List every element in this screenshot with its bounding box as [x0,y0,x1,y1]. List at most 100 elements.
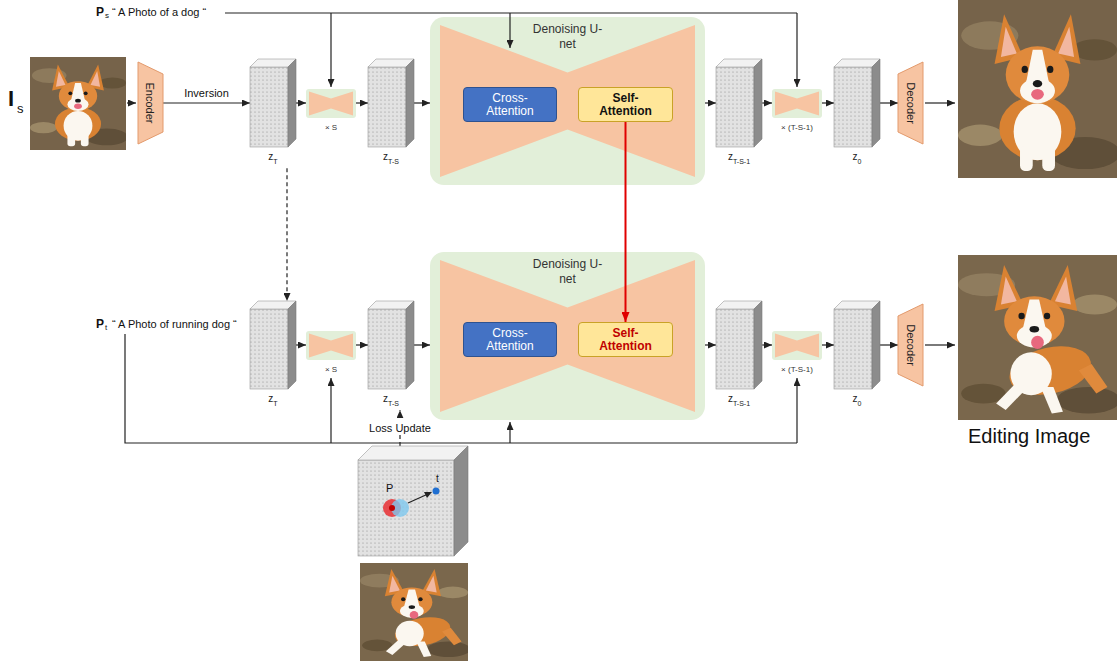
cube-texture [716,309,754,389]
latent-cube: zT-S-1 [716,59,762,168]
connector-arrow [163,102,250,103]
node-shape [250,59,296,147]
node-text: Denoising U-net [533,22,602,51]
attention-box: Self-Attention [578,322,673,357]
prompt-subscript: t [105,323,107,333]
cube-side [454,446,468,556]
source-photo [30,57,128,150]
node-text: z [728,151,733,162]
cube-front [368,67,406,147]
node-text: Self-Attention [590,92,662,118]
loss-latent: Pt [358,446,468,556]
unet-ground [306,89,356,118]
cube-side [288,301,296,389]
node-text: Self-Attention [590,327,662,353]
prompt-arrow [796,378,797,443]
node-shape [772,331,822,360]
output-arrow [925,102,955,103]
connector-arrow [762,344,772,345]
coder-trapezoid [898,304,923,386]
connector-arrow [356,344,368,345]
node-text: t [436,473,439,485]
image-subscript: s [17,101,24,117]
intermediate-photo [360,563,470,661]
node-text: T [273,400,277,407]
node-text: Decoder [905,82,917,124]
node-text: z [728,393,733,404]
node-shape [250,301,296,389]
node-shape [716,301,762,389]
prompt-subscript: s [105,11,109,21]
connector-arrow [414,344,430,345]
latent-cube: zT-S [368,59,414,168]
connector-arrow [356,102,368,103]
prompt-arrow [509,422,510,443]
cube-texture [716,67,754,147]
text-holder: Decoder [898,62,923,144]
connector-arrow [880,344,898,345]
prompt-text: “ A Photo of a dog “ [112,6,206,19]
node-text: Decoder [905,324,917,366]
output-arrow [925,344,955,345]
latent-cube: z0 [834,59,880,168]
node-text: 0 [858,400,862,407]
connector-arrow [296,102,306,103]
cube-texture [368,67,406,147]
prompt-symbol: P [96,5,104,19]
unet-ground [430,17,705,185]
node-shape [368,301,414,389]
cube-texture [834,67,872,147]
unet-bowtie [775,91,819,115]
cube-texture [250,67,288,147]
node-text: P [386,482,393,494]
cube-texture [368,309,406,389]
latent-cube: zT [250,301,296,410]
cube-side [406,301,414,389]
attention-box: Self-Attention [578,87,673,122]
target-dot [433,488,440,495]
connector-arrow [414,102,430,103]
attention-box: Cross-Attention [463,87,557,122]
node-text: × S [325,365,337,374]
node-shape [306,331,356,360]
unet-bowtie [309,91,353,115]
cube-side [872,59,880,147]
encoder-block: Encoder [138,62,163,144]
output-caption: Editing Image [968,424,1090,448]
connector-arrow [822,344,834,345]
connector-arrow [705,102,716,103]
latent-cube: zT [250,59,296,168]
node-shape [358,446,468,556]
latent-cube: zT-S [368,301,414,410]
cube-side [872,301,880,389]
connector-arrow [286,168,287,301]
text-holder: Decoder [898,304,923,386]
cube-top [358,446,468,460]
unet-bowtie [309,333,353,357]
connector-arrow [705,344,716,345]
unet-ground [430,252,705,420]
cube-side [288,59,296,147]
node-shape [306,89,356,118]
node-text: z [383,151,388,162]
node-text: T [273,158,277,165]
prompt-arrow [330,13,331,87]
mini-unet: × S [306,89,356,133]
cube-front [716,67,754,147]
cube-front [834,67,872,147]
cube-front [250,309,288,389]
latent-cube: zT-S-1 [716,301,762,410]
prompt-wire [225,12,797,13]
unet-bowtie [775,333,819,357]
prompt-arrow [796,13,797,87]
input-arrow [127,102,136,103]
node-text: z [383,393,388,404]
mini-unet: × (T-S-1) [772,331,822,375]
image-symbol: I [8,86,14,112]
cube-front [834,309,872,389]
prompt-text: “ A Photo of running dog “ [112,318,237,331]
connector-arrow [822,102,834,103]
